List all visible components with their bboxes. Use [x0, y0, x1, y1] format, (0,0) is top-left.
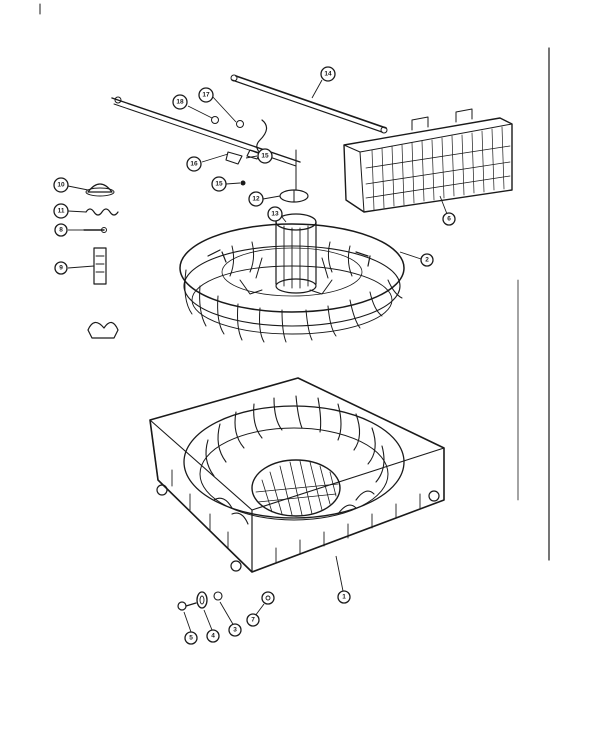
leader-lines: [67, 79, 448, 633]
callout-4: 4: [206, 629, 220, 643]
callout-6-label: 6: [447, 216, 451, 223]
callout-15-lower-label: 15: [215, 181, 223, 188]
callout-8: 8: [54, 223, 68, 237]
callout-7: 7: [246, 613, 260, 627]
callout-15-lower: 15: [211, 176, 227, 192]
callout-18-label: 18: [176, 99, 184, 106]
part-9-bracket: [93, 247, 107, 285]
callout-3: 3: [228, 623, 242, 637]
part-10-cap: [85, 183, 115, 197]
callout-13-label: 13: [271, 211, 279, 218]
callout-13: 13: [267, 206, 283, 222]
callout-9: 9: [54, 261, 68, 275]
callout-3-label: 3: [233, 627, 237, 634]
part-1-lower-rack: [149, 377, 445, 573]
part-7-wheel: [261, 591, 275, 605]
callout-4-label: 4: [211, 633, 215, 640]
part-12-spray-head: [279, 189, 309, 203]
callout-15-upper-label: 15: [261, 153, 269, 160]
callout-2-label: 2: [425, 257, 429, 264]
part-6-basket: [343, 108, 513, 213]
part-3-washer: [213, 591, 223, 601]
callout-9-label: 9: [59, 265, 63, 272]
callout-14-label: 14: [324, 71, 332, 78]
callout-1-label: 1: [342, 594, 346, 601]
part-14-rod: [230, 74, 388, 134]
part-13-hub: [275, 213, 317, 294]
callout-10-label: 10: [57, 182, 65, 189]
callout-11: 11: [53, 203, 69, 219]
callout-2: 2: [420, 253, 434, 267]
clip-part: [87, 321, 119, 339]
callout-16: 16: [186, 156, 202, 172]
callout-12-label: 12: [252, 196, 260, 203]
part-2-upper-rack: [179, 223, 405, 343]
part-4-wheel: [196, 591, 208, 609]
callout-1: 1: [337, 590, 351, 604]
part-16-rail: [111, 96, 301, 191]
part-5-screw: [177, 601, 197, 611]
part-8-pin: [83, 227, 107, 233]
callout-17-label: 17: [202, 92, 210, 99]
callout-14: 14: [320, 66, 336, 82]
callout-17: 17: [198, 87, 214, 103]
callout-10: 10: [53, 177, 69, 193]
callout-18: 18: [172, 94, 188, 110]
callout-7-label: 7: [251, 617, 255, 624]
callout-8-label: 8: [59, 227, 63, 234]
part-11-spring: [85, 208, 119, 216]
callout-12: 12: [248, 191, 264, 207]
callout-16-label: 16: [190, 161, 198, 168]
callout-15-upper: 15: [257, 148, 273, 164]
callout-5: 5: [184, 631, 198, 645]
callout-5-label: 5: [189, 635, 193, 642]
callout-6: 6: [442, 212, 456, 226]
callout-11-label: 11: [58, 208, 65, 215]
